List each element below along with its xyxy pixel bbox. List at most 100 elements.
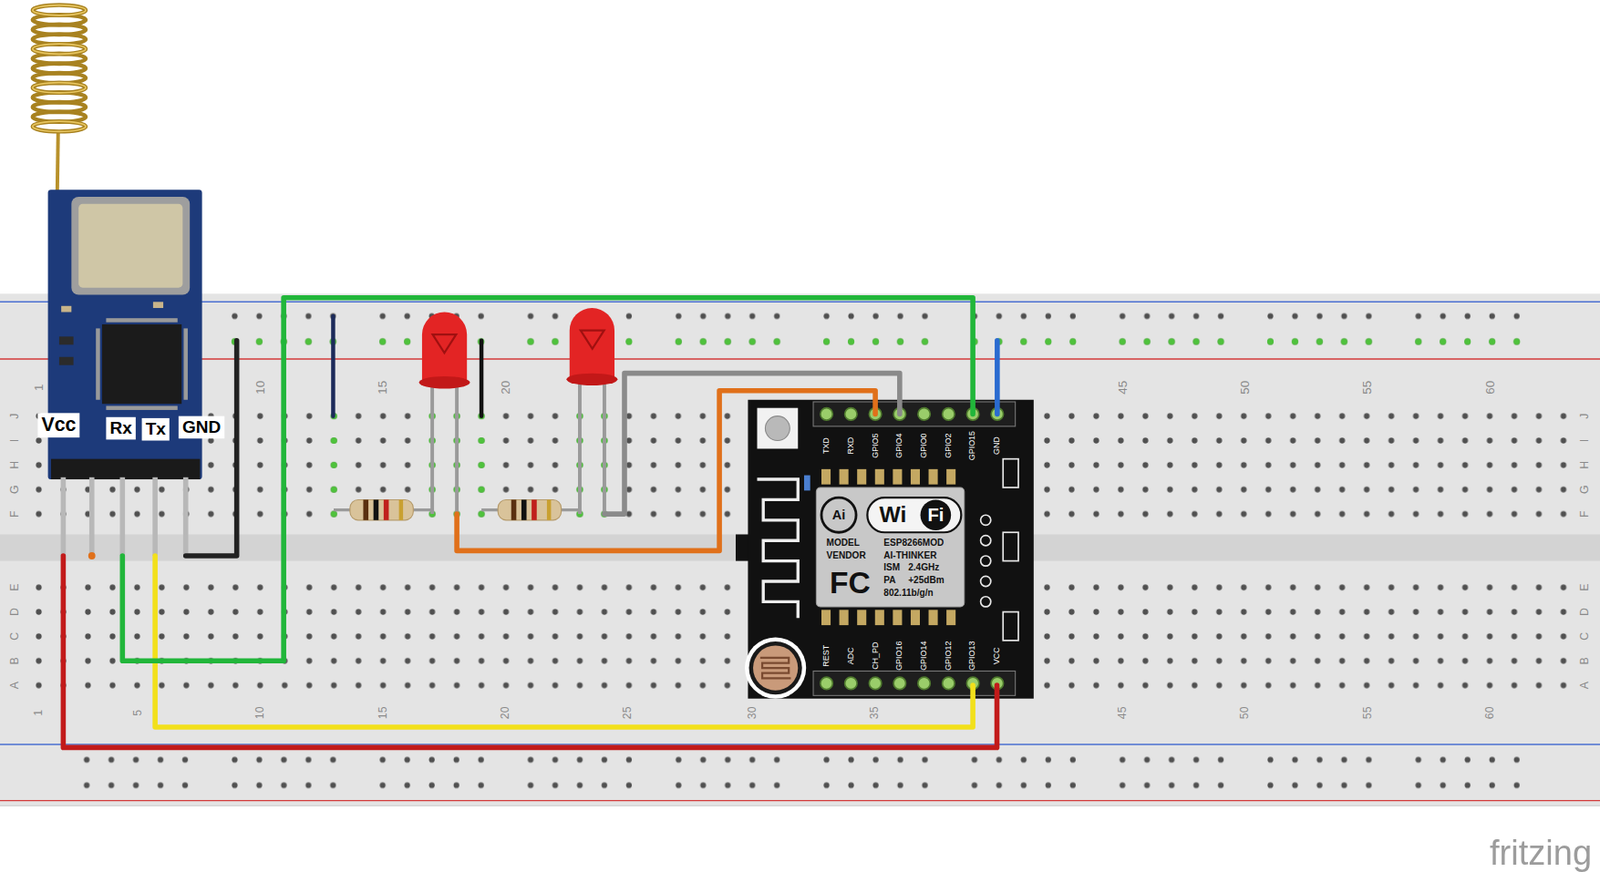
ldr-body <box>749 641 803 695</box>
label-text: F <box>9 510 21 518</box>
rail-holes <box>74 304 1555 356</box>
rgb-led-lens <box>764 416 790 442</box>
pin-label-box: Tx <box>142 418 170 441</box>
pin-leg <box>183 477 189 557</box>
label-text: 20 <box>499 707 511 721</box>
chip-pins <box>95 328 100 400</box>
label-text: GPIO5 <box>871 433 880 458</box>
label-text: D <box>1579 608 1590 617</box>
rail-line-red <box>0 800 1600 802</box>
rgb-led <box>756 408 798 450</box>
label-text: 1 <box>32 710 44 717</box>
wire-green <box>122 298 973 661</box>
label-text: GPIO13 <box>969 641 978 671</box>
pin-leg <box>61 477 67 557</box>
wire-blue <box>994 340 1001 415</box>
led-leg <box>454 382 459 515</box>
led-leg <box>602 379 607 515</box>
label-text: I <box>9 439 21 443</box>
label-text: CH_PD <box>871 642 880 671</box>
label-text: 35 <box>868 707 880 721</box>
led-die <box>580 330 605 350</box>
label-text: 15 <box>377 707 389 721</box>
label-text: REST <box>822 645 831 668</box>
ldr-track <box>760 658 792 679</box>
smd-part <box>804 475 811 492</box>
label-text: GPIO12 <box>944 641 953 671</box>
smd-parts <box>1002 459 1019 641</box>
label-text: G <box>1579 485 1590 495</box>
label-text: A <box>1579 681 1590 690</box>
pcb-antenna <box>756 479 798 619</box>
wire-navy <box>330 316 335 417</box>
pin-leg <box>120 477 126 557</box>
label-text: I <box>1579 439 1590 443</box>
wire-red <box>62 556 997 748</box>
components <box>333 308 618 521</box>
led-symbol <box>569 308 615 380</box>
label-text: 15 <box>376 381 389 395</box>
label-text: H <box>1579 461 1590 470</box>
coil-highlight <box>32 5 86 16</box>
pin-label: GND <box>181 417 222 438</box>
pin-header <box>51 459 200 480</box>
smd-part <box>61 306 72 313</box>
resistor-band <box>362 499 369 520</box>
ldr-face <box>753 645 798 691</box>
board-edge <box>0 805 1600 807</box>
resistor-band <box>383 499 390 520</box>
label-text: 55 <box>1361 381 1373 395</box>
label-text: GPIO16 <box>895 641 904 671</box>
resistor-band <box>399 499 403 520</box>
pin-leg <box>89 477 95 557</box>
wire-orange <box>456 391 876 552</box>
label-text: 5 <box>132 710 144 717</box>
logo-circle <box>821 497 857 533</box>
led-leg <box>430 382 434 515</box>
label-text: 1 <box>32 384 45 392</box>
label-text: ISM <box>883 563 900 573</box>
board-notch <box>735 534 751 561</box>
label-text: GPIO15 <box>969 431 978 461</box>
label-text: 50 <box>1238 707 1250 721</box>
label-text: TXD <box>822 437 831 455</box>
rail-holes-connected <box>74 330 1555 356</box>
smd-part <box>59 336 74 345</box>
pin-label-box: GND <box>178 416 225 439</box>
led-flange <box>566 373 618 386</box>
label-text: A <box>9 681 21 690</box>
label-text: C <box>1579 632 1590 641</box>
label-text: 55 <box>1362 707 1373 721</box>
label-text: 10 <box>254 381 267 395</box>
label-text: 802.11b/g/n <box>883 588 933 599</box>
rail-line-blue <box>0 743 1600 745</box>
resistor-band <box>373 499 380 520</box>
label-text: fritzing <box>1489 836 1592 871</box>
pin-leg <box>152 477 158 557</box>
label-text: J <box>1579 413 1590 420</box>
smd-part <box>153 301 164 309</box>
rail-holes <box>74 747 1555 799</box>
led-die <box>433 334 457 353</box>
label-text: J <box>9 413 21 420</box>
label-text: H <box>9 461 21 470</box>
led-leg <box>578 379 582 515</box>
coil <box>32 121 86 132</box>
wire-gray <box>604 373 900 515</box>
wire-black <box>479 340 484 417</box>
label-text: Ai <box>832 508 847 523</box>
label-text: 20 <box>498 381 511 395</box>
wire-yellow <box>154 556 973 728</box>
label-text: GPIO0 <box>919 433 929 458</box>
led-flange <box>419 376 471 389</box>
resistor-band <box>547 499 551 520</box>
label-text: 25 <box>621 707 633 721</box>
pin-label: Vcc <box>41 414 77 437</box>
board-holes <box>980 515 991 608</box>
connected-holes <box>469 403 495 527</box>
label-text: E <box>1579 584 1590 592</box>
pin-label: Tx <box>144 419 167 440</box>
label-text: 10 <box>254 707 266 721</box>
